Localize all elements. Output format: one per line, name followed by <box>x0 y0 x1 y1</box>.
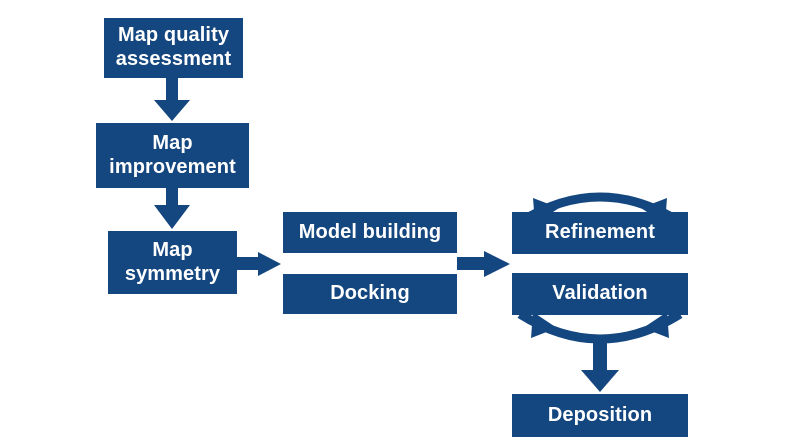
arrow-symmetry-to-building-icon <box>237 252 281 276</box>
node-label-line1: Map <box>152 238 193 261</box>
arrow-building-to-refinement-icon <box>457 251 510 277</box>
node-refinement[interactable]: Refinement <box>512 212 688 254</box>
arrow-validation-to-deposition-icon <box>581 336 619 392</box>
node-model-building[interactable]: Model building <box>283 212 457 253</box>
node-label: Refinement <box>545 221 655 244</box>
node-map-symmetry[interactable]: Map symmetry <box>108 231 237 294</box>
node-label: Deposition <box>547 403 653 426</box>
node-validation[interactable]: Validation <box>512 273 688 315</box>
node-docking[interactable]: Docking <box>283 274 457 314</box>
node-label-line1: Map <box>152 131 193 154</box>
arrow-assessment-to-improvement-icon <box>154 78 190 121</box>
node-label-line1: Map quality <box>117 24 230 47</box>
node-label-line2: improvement <box>109 155 236 178</box>
refinement-validation-cycle-icon <box>517 192 683 344</box>
node-label: Model building <box>298 220 442 243</box>
node-label-line2: symmetry <box>124 262 221 285</box>
node-label: Validation <box>552 282 648 305</box>
node-map-improvement[interactable]: Map improvement <box>96 123 249 188</box>
arrow-improvement-to-symmetry-icon <box>154 188 190 229</box>
node-label: Docking <box>330 282 410 305</box>
node-label-line2: assessment <box>115 48 232 70</box>
node-deposition[interactable]: Deposition <box>512 394 688 437</box>
node-map-quality-assessment[interactable]: Map quality assessment <box>104 18 243 78</box>
